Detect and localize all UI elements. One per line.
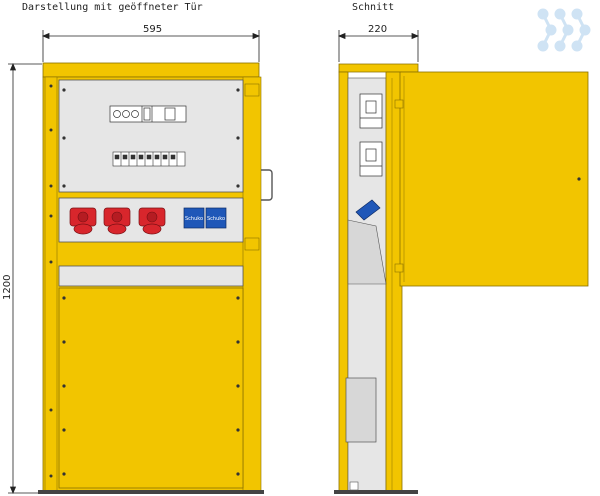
circuit-breaker-row bbox=[112, 151, 186, 167]
cee-socket-3 bbox=[138, 207, 166, 235]
schuko-label-2: Schuko bbox=[207, 216, 225, 222]
section-view-title: Schnitt bbox=[352, 2, 394, 13]
schuko-label-1: Schuko bbox=[185, 216, 203, 222]
cee-socket-2 bbox=[103, 207, 131, 235]
watermark-logo-icon bbox=[537, 8, 591, 52]
section-foot bbox=[349, 481, 359, 491]
front-width-dimension bbox=[41, 30, 261, 62]
door-hinge-top bbox=[244, 83, 260, 97]
section-socket bbox=[355, 199, 381, 221]
height-value: 1200 bbox=[2, 275, 13, 300]
cover-strip bbox=[58, 265, 244, 287]
section-breaker-lower bbox=[359, 141, 383, 177]
section-width-dimension bbox=[337, 30, 420, 62]
height-dimension bbox=[8, 62, 42, 495]
door-handle bbox=[261, 169, 273, 201]
front-width-value: 595 bbox=[143, 24, 162, 35]
upper-distribution-panel bbox=[58, 79, 244, 193]
left-post-rivets bbox=[49, 84, 53, 478]
door-hinge-bottom bbox=[244, 237, 260, 251]
section-breaker-upper bbox=[359, 93, 383, 129]
open-door bbox=[394, 71, 589, 287]
section-lower-box bbox=[345, 377, 377, 443]
schuko-socket-1: Schuko bbox=[183, 207, 205, 229]
lower-front-panel bbox=[58, 287, 244, 489]
cee-socket-1 bbox=[69, 207, 97, 235]
section-width-value: 220 bbox=[368, 24, 387, 35]
section-slope-panel bbox=[347, 219, 387, 285]
schuko-socket-2: Schuko bbox=[205, 207, 227, 229]
front-view-title: Darstellung mit geöffneter Tür bbox=[22, 2, 203, 13]
main-breaker-block bbox=[109, 105, 187, 123]
